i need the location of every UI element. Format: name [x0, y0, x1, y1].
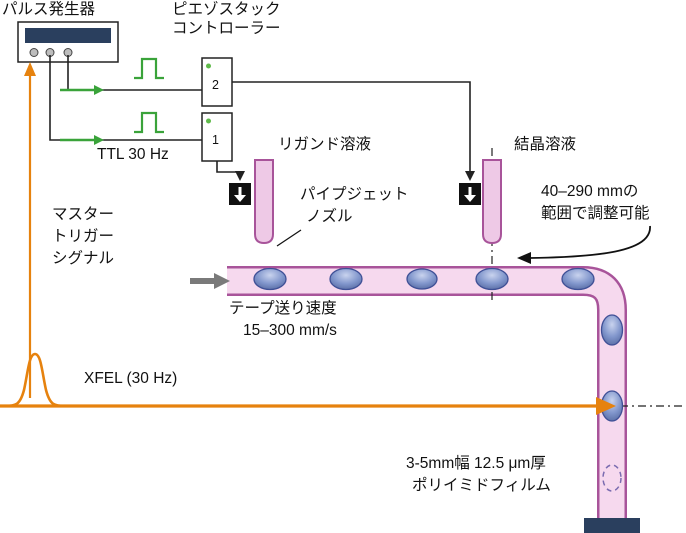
droplet: [253, 267, 287, 291]
droplet-row: [253, 267, 595, 291]
master-trigger-label-line1: マスター: [52, 206, 115, 223]
droplet: [329, 267, 363, 291]
crystal-valve-unit: [459, 183, 481, 205]
piezo-controller-label-line1: ピエゾスタック: [172, 1, 281, 18]
pipejet-pointer-line: [276, 229, 302, 247]
droplet-outline: [602, 464, 622, 492]
range-adjust-arrow: [517, 225, 651, 264]
piezo-controller-label-line2: コントローラー: [172, 20, 281, 37]
channel-1-label: 1: [212, 133, 219, 147]
pulse-generator-label: パルス発生器: [2, 1, 96, 18]
ligand-solution-label: リガンド溶液: [278, 136, 372, 153]
ligand-valve-unit: [229, 183, 251, 205]
droplet: [475, 267, 509, 291]
droplet: [600, 314, 624, 346]
film-label-line1: 3-5mm幅 12.5 μm厚: [406, 455, 546, 472]
down-arrow-icon: [464, 195, 476, 202]
connector-knob: [29, 48, 39, 57]
crystal-solution-label: 結晶溶液: [514, 136, 577, 153]
ligand-nozzle: [254, 159, 274, 245]
crystal-nozzle: [482, 159, 502, 245]
droplet: [406, 268, 438, 290]
down-arrow-icon: [465, 171, 475, 181]
up-arrow-icon: [24, 62, 36, 76]
channel-2-label: 2: [212, 78, 219, 92]
ttl-pulse-icon: [134, 57, 164, 80]
droplet: [561, 267, 595, 291]
trigger-direction-arrow: [60, 85, 104, 95]
right-arrow-icon: [596, 397, 616, 415]
range-adjust-label-line1: 40–290 mmの: [541, 183, 639, 200]
ttl-rate-label: TTL 30 Hz: [97, 146, 169, 163]
xfel-beam: [0, 352, 616, 415]
generator-display: [25, 28, 111, 43]
valve-wires: [216, 81, 475, 181]
master-trigger-label-line3: シグナル: [52, 250, 115, 267]
status-led: [206, 118, 211, 124]
pipejet-nozzle-label-line2: ノズル: [306, 208, 353, 225]
xfel-pulse-icon: [3, 352, 67, 408]
down-arrow-icon: [235, 171, 245, 181]
trigger-direction-arrow: [60, 135, 104, 145]
ttl-pulse-icon: [134, 111, 164, 134]
down-arrow-icon: [234, 195, 246, 202]
master-trigger-line: [24, 62, 36, 398]
left-arrow-icon: [517, 252, 531, 264]
tape-feed-arrow: [190, 273, 230, 289]
tape-speed-label-line2: 15–300 mm/s: [243, 322, 337, 339]
status-led: [206, 63, 211, 69]
pipejet-nozzle-label-line1: パイプジェット: [300, 186, 409, 203]
range-adjust-label-line2: 範囲で調整可能: [541, 205, 650, 222]
piezo-channel-2-box: [201, 57, 233, 107]
film-label-line2: ポリイミドフィルム: [412, 477, 551, 494]
master-trigger-label-line2: トリガー: [52, 228, 115, 245]
tape-guide: [584, 518, 640, 533]
tape-speed-label-line1: テープ送り速度: [229, 300, 337, 317]
trigger-wires: [49, 55, 202, 141]
xfel-label: XFEL (30 Hz): [84, 370, 178, 387]
